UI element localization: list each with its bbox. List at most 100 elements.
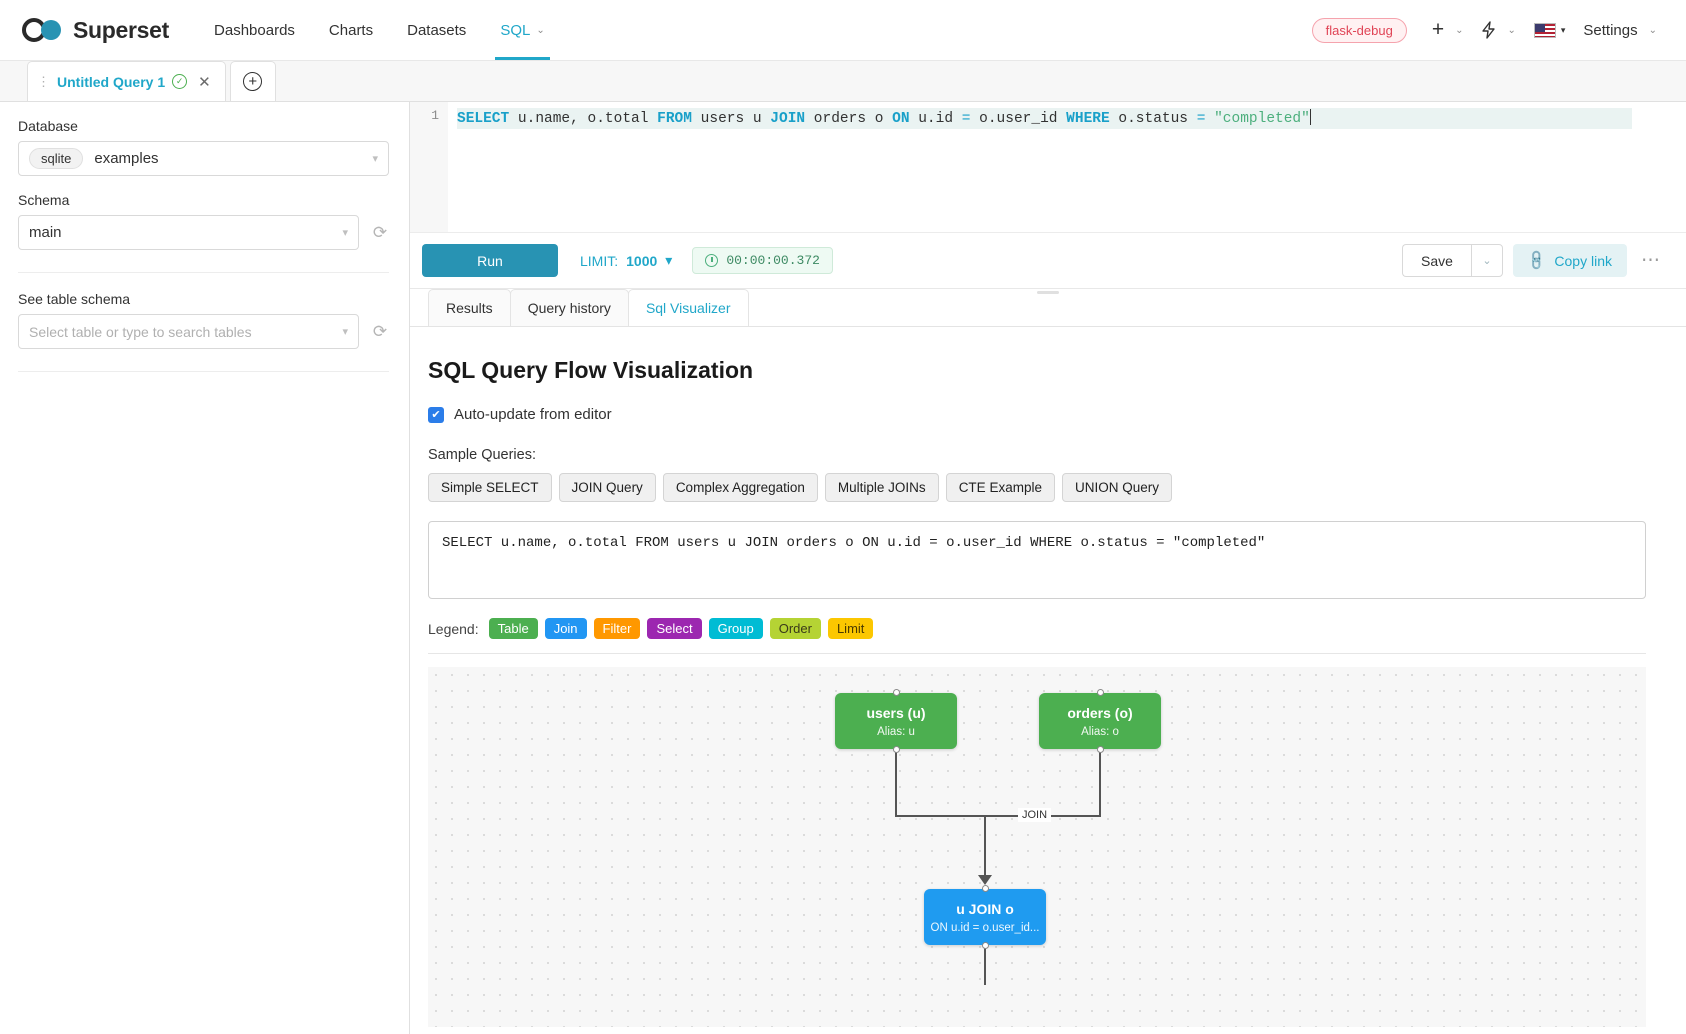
text-cursor (1309, 109, 1311, 125)
top-navbar: Superset Dashboards Charts Datasets SQL … (0, 0, 1686, 61)
sample-button-union-query[interactable]: UNION Query (1061, 473, 1172, 502)
nav-link-dashboards-label: Dashboards (214, 21, 295, 39)
sql-text (1205, 111, 1214, 127)
chevron-down-icon: ⌄ (1455, 24, 1464, 36)
result-tabs: Results Query history Sql Visualizer (410, 289, 1686, 327)
nav-link-sql[interactable]: SQL ⌄ (483, 0, 561, 60)
settings-label: Settings (1583, 21, 1638, 39)
drag-handle-icon[interactable]: ⋮ (37, 74, 50, 89)
tab-results[interactable]: Results (428, 289, 511, 326)
body-split: Database sqlite examples ▾ Schema main ▾… (0, 102, 1686, 1034)
sample-button-cte-example[interactable]: CTE Example (945, 473, 1055, 502)
database-value: examples (94, 150, 159, 167)
flow-node-orders[interactable]: orders (o) Alias: o (1039, 689, 1161, 753)
node-handle-top[interactable] (1096, 689, 1104, 696)
sql-text: u.name, o.total (509, 111, 658, 127)
sample-button-complex-aggregation[interactable]: Complex Aggregation (662, 473, 818, 502)
query-tab-label: Untitled Query 1 (57, 73, 166, 90)
query-tab-untitled-query-1[interactable]: ⋮ Untitled Query 1 ✓ ✕ (27, 61, 226, 101)
brand-logo[interactable]: Superset (0, 17, 197, 44)
caret-down-icon: ▾ (1560, 24, 1566, 35)
run-button[interactable]: Run (422, 244, 558, 277)
editor-line-number: 1 (431, 108, 439, 123)
save-dropdown-button[interactable]: ⌄ (1470, 244, 1503, 277)
sql-text: u.id (909, 111, 962, 127)
sidebar-divider (18, 272, 389, 273)
tab-query-history[interactable]: Query history (509, 289, 629, 326)
new-query-tab-button[interactable]: + (229, 61, 276, 101)
chevron-down-icon: ⌄ (1482, 255, 1492, 267)
lightning-bolt-icon (1482, 21, 1496, 39)
sql-text: o.user_id (970, 111, 1067, 127)
tab-sql-visualizer[interactable]: Sql Visualizer (627, 289, 749, 326)
sql-text: o.status (1109, 111, 1197, 127)
save-button[interactable]: Save (1402, 244, 1471, 277)
editor-code-area[interactable]: SELECT u.name, o.total FROM users u JOIN… (448, 102, 1686, 232)
flow-node-orders-subtitle: Alias: o (1081, 725, 1119, 738)
chevron-down-icon: ⌄ (1507, 24, 1516, 36)
legend-badge-filter: Filter (593, 618, 641, 639)
limit-value: 1000 (626, 252, 658, 269)
close-icon[interactable]: ✕ (198, 73, 211, 91)
page-title: SQL Query Flow Visualization (428, 357, 754, 383)
flow-canvas[interactable]: JOIN users (u) Alias: u orders (o) Alias… (428, 667, 1646, 1027)
auto-update-checkbox[interactable]: ✔ (428, 406, 444, 423)
caret-down-icon: ▾ (665, 252, 673, 268)
language-button[interactable]: ▾ (1527, 17, 1573, 44)
editor-gutter: 1 (410, 102, 448, 232)
us-flag-icon (1533, 22, 1556, 38)
flask-debug-badge[interactable]: flask-debug (1311, 17, 1407, 43)
nav-link-dashboards[interactable]: Dashboards (197, 0, 312, 60)
limit-label: LIMIT: (580, 252, 619, 269)
schema-select[interactable]: main ▾ (18, 215, 359, 250)
new-menu-button[interactable]: + ⌄ (1425, 16, 1471, 44)
nav-link-charts[interactable]: Charts (312, 0, 390, 60)
sql-input-textarea[interactable] (428, 521, 1646, 599)
sample-button-multiple-joins[interactable]: Multiple JOINs (824, 473, 939, 502)
node-handle-bottom[interactable] (981, 942, 989, 949)
copy-link-button[interactable]: 🔗 Copy link (1512, 244, 1627, 277)
tab-results-label: Results (446, 300, 493, 316)
node-handle-top[interactable] (981, 885, 989, 892)
sql-operator: = (961, 111, 971, 127)
chevron-down-icon: ▾ (342, 326, 348, 338)
refresh-schema-icon[interactable]: ⟳ (372, 222, 388, 242)
toolbar-right-group: Save ⌄ 🔗 Copy link ⋯ (1402, 244, 1664, 277)
panel-resize-handle[interactable] (1037, 291, 1059, 294)
sample-button-join-query[interactable]: JOIN Query (558, 473, 656, 502)
nav-links: Dashboards Charts Datasets SQL ⌄ (197, 0, 562, 60)
flow-node-users-subtitle: Alias: u (877, 725, 915, 738)
node-handle-bottom[interactable] (892, 746, 900, 753)
settings-menu-button[interactable]: Settings ⌄ (1576, 16, 1664, 45)
sql-text: orders o (805, 111, 893, 127)
table-row: Select table or type to search tables ▾ … (18, 314, 389, 349)
nav-link-datasets[interactable]: Datasets (390, 0, 483, 60)
database-engine-pill: sqlite (29, 148, 84, 169)
refresh-tables-icon[interactable]: ⟳ (372, 321, 388, 341)
limit-dropdown[interactable]: LIMIT: 1000 ▾ (580, 252, 672, 269)
sql-keyword-from: FROM (657, 111, 692, 127)
edge-to-join (984, 815, 986, 879)
flow-node-join-subtitle: ON u.id = o.user_id... (930, 921, 1040, 934)
node-handle-top[interactable] (892, 689, 900, 696)
sql-keyword-on: ON (892, 111, 910, 127)
sql-keyword-select: SELECT (457, 111, 510, 127)
table-select[interactable]: Select table or type to search tables ▾ (18, 314, 359, 349)
auto-update-label: Auto-update from editor (454, 406, 612, 423)
tab-query-history-label: Query history (527, 300, 611, 316)
sql-editor[interactable]: 1 SELECT u.name, o.total FROM users u JO… (410, 102, 1686, 233)
node-handle-bottom[interactable] (1096, 746, 1104, 753)
more-options-icon[interactable]: ⋯ (1641, 249, 1660, 271)
legend-badge-table: Table (488, 618, 538, 639)
schema-value: main (29, 224, 62, 241)
database-select[interactable]: sqlite examples ▾ (18, 141, 389, 176)
sample-button-simple-select[interactable]: Simple SELECT (428, 473, 552, 502)
legend: Legend: Table Join Filter Select Group O… (428, 618, 1652, 639)
quick-actions-button[interactable]: ⌄ (1474, 15, 1522, 45)
flow-node-join[interactable]: u JOIN o ON u.id = o.user_id... (924, 885, 1046, 949)
link-icon: 🔗 (1524, 248, 1549, 272)
chevron-down-icon: ⌄ (536, 24, 545, 36)
nav-link-sql-label: SQL (500, 21, 531, 39)
flow-node-users[interactable]: users (u) Alias: u (835, 689, 957, 753)
sql-text: users u (691, 111, 771, 127)
